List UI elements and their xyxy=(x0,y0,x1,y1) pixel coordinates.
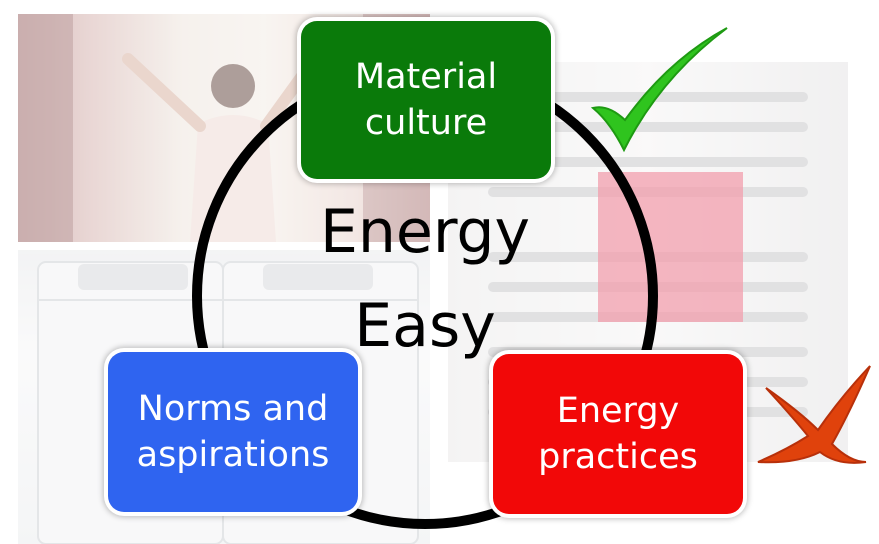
rail-bar xyxy=(488,157,808,167)
material-culture-label-line2: culture xyxy=(364,103,488,143)
energy-practices-node: Energy practices xyxy=(493,354,743,514)
center-title-line2: Easy xyxy=(354,291,496,361)
material-culture-label-line1: Material xyxy=(354,57,498,97)
red-cross-icon xyxy=(757,365,871,464)
green-checkmark-icon xyxy=(590,27,728,153)
energy-practices-label-line1: Energy xyxy=(556,391,680,431)
rail-bar xyxy=(488,187,808,197)
center-title-line1: Energy xyxy=(319,197,531,267)
energy-practices-label-line2: practices xyxy=(538,437,698,477)
norms-aspirations-label-line1: Norms and xyxy=(137,389,329,429)
norms-aspirations-label-line2: aspirations xyxy=(136,435,330,475)
material-culture-node: Material culture xyxy=(301,21,551,179)
norms-aspirations-node: Norms and aspirations xyxy=(108,352,358,512)
